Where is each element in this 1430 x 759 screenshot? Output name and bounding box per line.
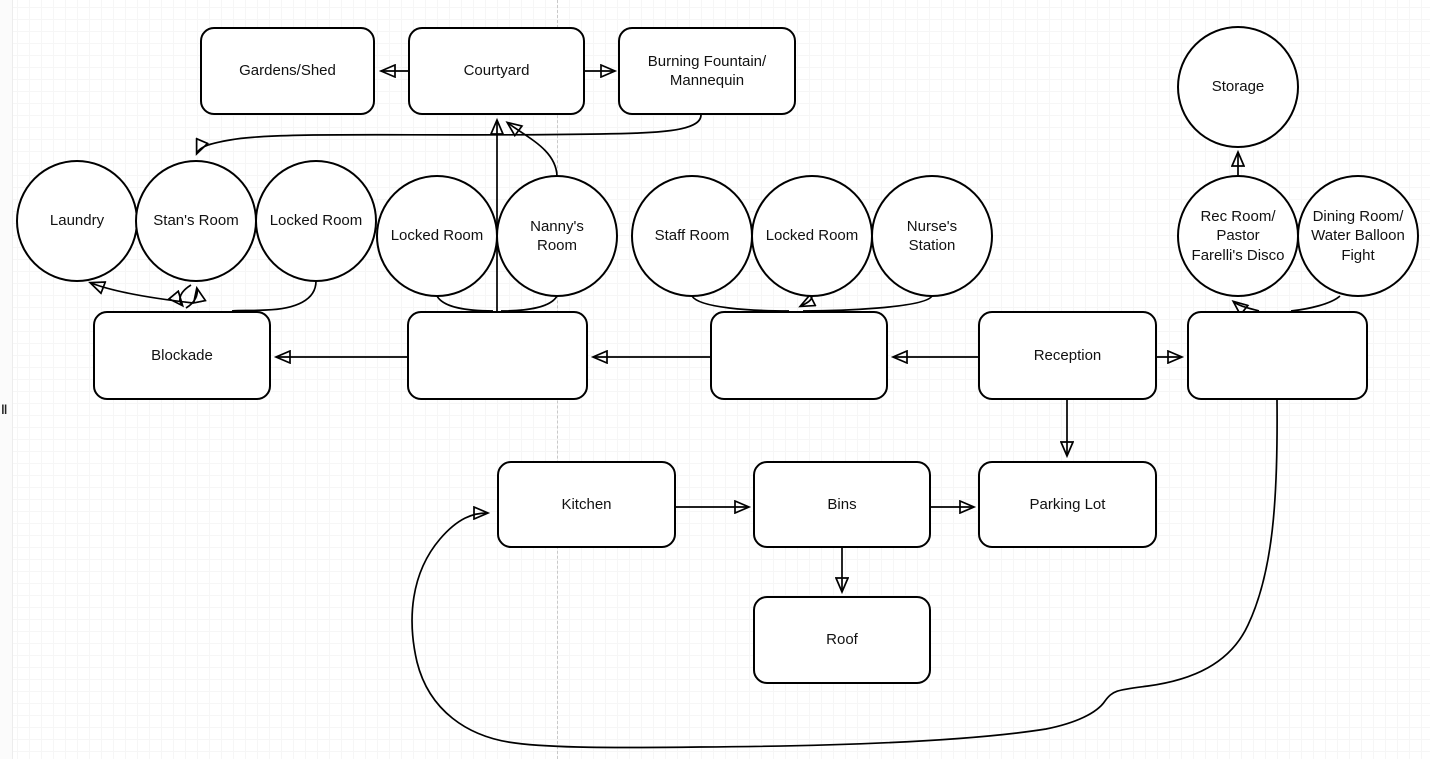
node-storage[interactable]: Storage	[1177, 26, 1299, 148]
node-parking-lot[interactable]: Parking Lot	[978, 461, 1157, 548]
edge-blockade-to-stans-room	[185, 289, 197, 309]
node-unlabeled-box-1[interactable]	[407, 311, 588, 400]
edge-dining-room-to-box3	[1290, 295, 1341, 312]
node-blockade[interactable]: Blockade	[93, 311, 271, 400]
node-locked-room-3[interactable]: Locked Room	[751, 175, 873, 297]
node-reception[interactable]: Reception	[978, 311, 1157, 400]
edge-box3-to-kitchen	[411, 399, 1278, 749]
node-gardens-shed[interactable]: Gardens/Shed	[200, 27, 375, 115]
edge-locked-room-2-to-box1	[436, 295, 494, 312]
node-unlabeled-box-3[interactable]	[1187, 311, 1368, 400]
edge-nurses-station-to-box2	[802, 295, 933, 312]
node-roof[interactable]: Roof	[753, 596, 931, 684]
edge-stans-room-to-blockade	[180, 284, 192, 305]
edge-blockade-to-laundry	[91, 283, 194, 304]
node-courtyard[interactable]: Courtyard	[408, 27, 585, 115]
node-dining-room-water-balloon-fight[interactable]: Dining Room/ Water Balloon Fight	[1297, 175, 1419, 297]
edge-locked-room-1-to-blockade	[231, 280, 317, 312]
node-unlabeled-box-2[interactable]	[710, 311, 888, 400]
node-nurses-station[interactable]: Nurse's Station	[871, 175, 993, 297]
edge-nannys-room-to-box1	[500, 295, 558, 312]
edge-box3-to-rec-room	[1234, 302, 1260, 311]
node-rec-room-pastor-farellis-disco[interactable]: Rec Room/ Pastor Farelli's Disco	[1177, 175, 1299, 297]
node-locked-room-2[interactable]: Locked Room	[376, 175, 498, 297]
edge-burning-fountain-to-stans-room	[197, 114, 702, 153]
edge-staff-room-to-box2	[691, 295, 790, 312]
node-bins[interactable]: Bins	[753, 461, 931, 548]
node-locked-room-1[interactable]: Locked Room	[255, 160, 377, 282]
node-burning-fountain-mannequin[interactable]: Burning Fountain/ Mannequin	[618, 27, 796, 115]
node-kitchen[interactable]: Kitchen	[497, 461, 676, 548]
node-stans-room[interactable]: Stan's Room	[135, 160, 257, 282]
canvas-gutter	[0, 0, 13, 759]
edge-locked-room-3-to-box2	[801, 296, 812, 306]
edge-nannys-room-to-courtyard	[508, 123, 558, 177]
node-nannys-room[interactable]: Nanny's Room	[496, 175, 618, 297]
node-staff-room[interactable]: Staff Room	[631, 175, 753, 297]
canvas-left-marker: ‖	[1, 402, 8, 417]
node-laundry[interactable]: Laundry	[16, 160, 138, 282]
